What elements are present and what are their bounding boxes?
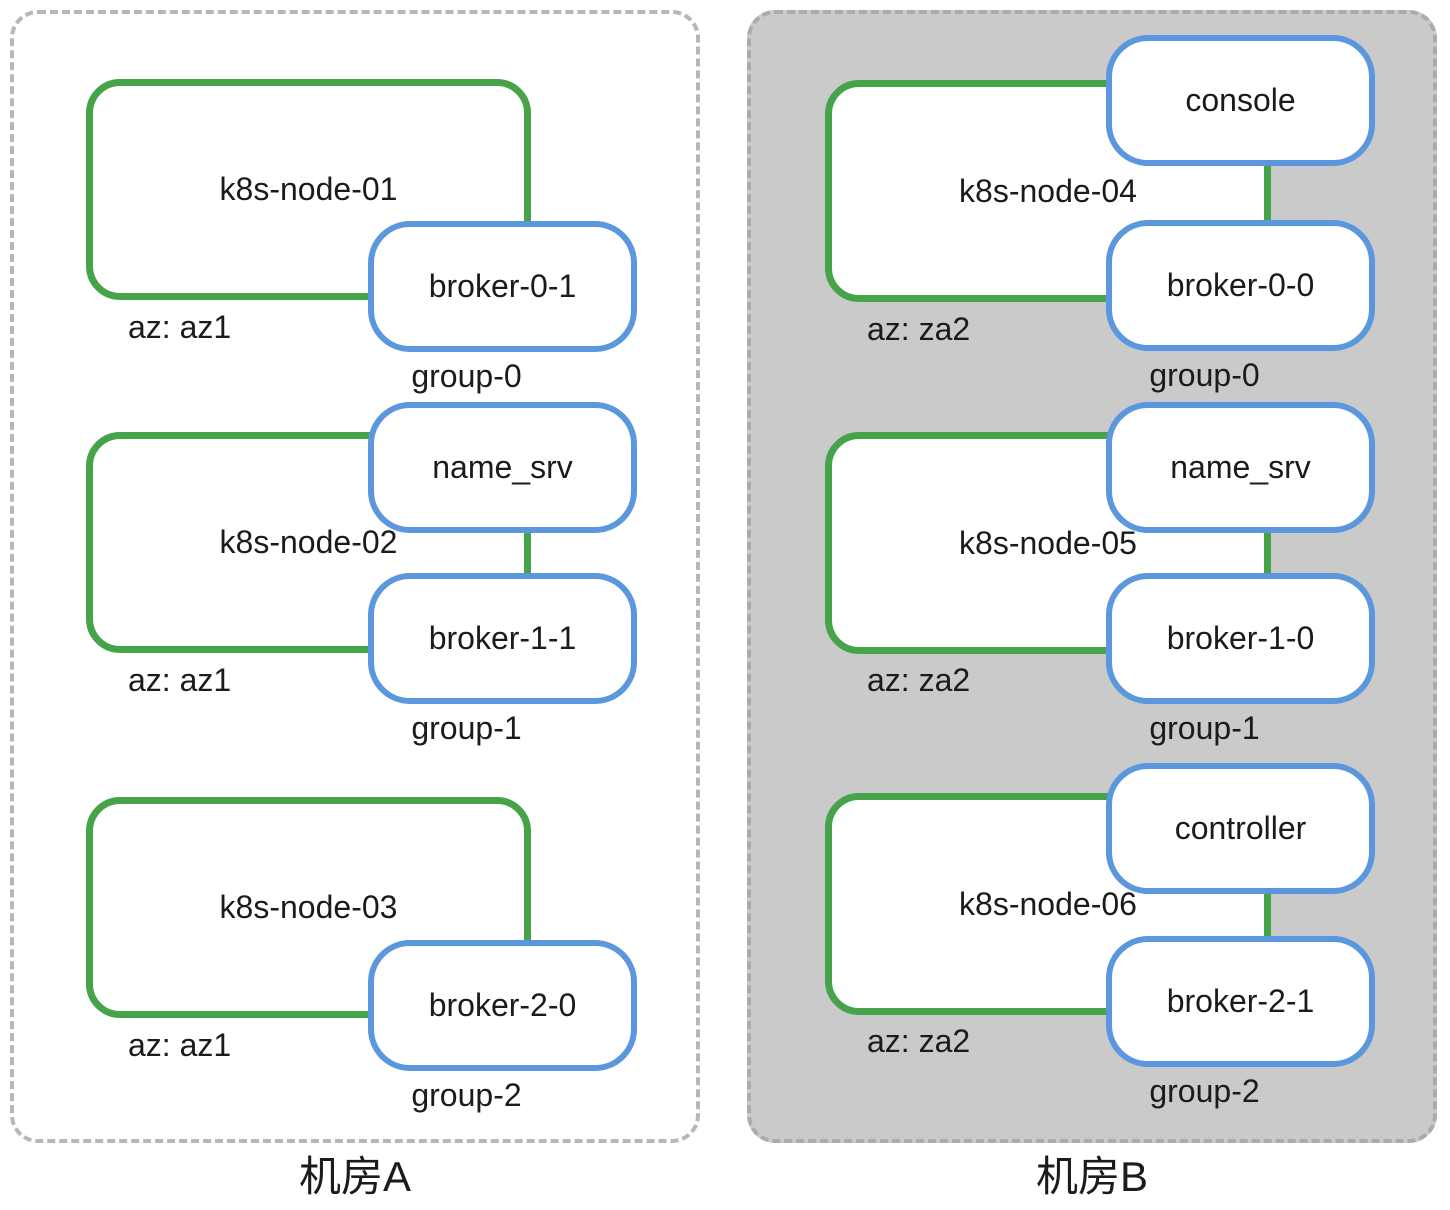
node-label-b2: k8s-node-05	[959, 524, 1137, 561]
group-label-b1: group-0	[1149, 357, 1260, 393]
group-label-b3: group-2	[1149, 1073, 1260, 1109]
datacenter-a-label: 机房A	[298, 1153, 411, 1200]
group-label-b2: group-1	[1149, 710, 1260, 746]
pod-box-b2-top: name_srv	[1106, 402, 1375, 533]
pod-box-a1-bottom: broker-0-1	[368, 221, 637, 352]
pod-box-b1-top: console	[1106, 35, 1375, 166]
group-label-a3: group-2	[411, 1077, 522, 1113]
az-label-b2: az: za2	[867, 662, 971, 698]
az-label-a3: az: az1	[128, 1027, 232, 1063]
az-label-a2: az: az1	[128, 662, 232, 698]
pod-label-b2-bottom: broker-1-0	[1166, 620, 1315, 656]
pod-label-b3-bottom: broker-2-1	[1166, 983, 1315, 1019]
group-label-a1: group-0	[411, 358, 522, 394]
pod-label-b3-top: controller	[1174, 810, 1307, 846]
node-label-b3: k8s-node-06	[959, 885, 1137, 922]
az-label-b1: az: za2	[867, 311, 971, 347]
pod-label-a2-top: name_srv	[432, 449, 573, 485]
pod-label-a1-bottom: broker-0-1	[428, 268, 577, 304]
pod-box-a3-bottom: broker-2-0	[368, 940, 637, 1071]
pod-label-b1-top: console	[1185, 82, 1296, 118]
pod-box-b3-top: controller	[1106, 763, 1375, 894]
pod-box-b1-bottom: broker-0-0	[1106, 220, 1375, 351]
az-label-a1: az: az1	[128, 309, 232, 345]
pod-box-a2-bottom: broker-1-1	[368, 573, 637, 704]
pod-box-b2-bottom: broker-1-0	[1106, 573, 1375, 704]
node-label-b1: k8s-node-04	[959, 172, 1137, 209]
az-label-b3: az: za2	[867, 1023, 971, 1059]
node-label-a1: k8s-node-01	[219, 171, 398, 207]
pod-label-a3-bottom: broker-2-0	[428, 987, 577, 1023]
pod-box-a2-top: name_srv	[368, 402, 637, 533]
pod-label-a2-bottom: broker-1-1	[428, 620, 577, 656]
pod-label-b2-top: name_srv	[1170, 449, 1311, 485]
datacenter-b-label: 机房B	[1035, 1153, 1148, 1200]
node-label-a3: k8s-node-03	[219, 889, 398, 925]
pod-box-b3-bottom: broker-2-1	[1106, 936, 1375, 1067]
node-label-a2: k8s-node-02	[219, 524, 398, 560]
group-label-a2: group-1	[411, 710, 522, 746]
pod-label-b1-bottom: broker-0-0	[1166, 267, 1315, 303]
